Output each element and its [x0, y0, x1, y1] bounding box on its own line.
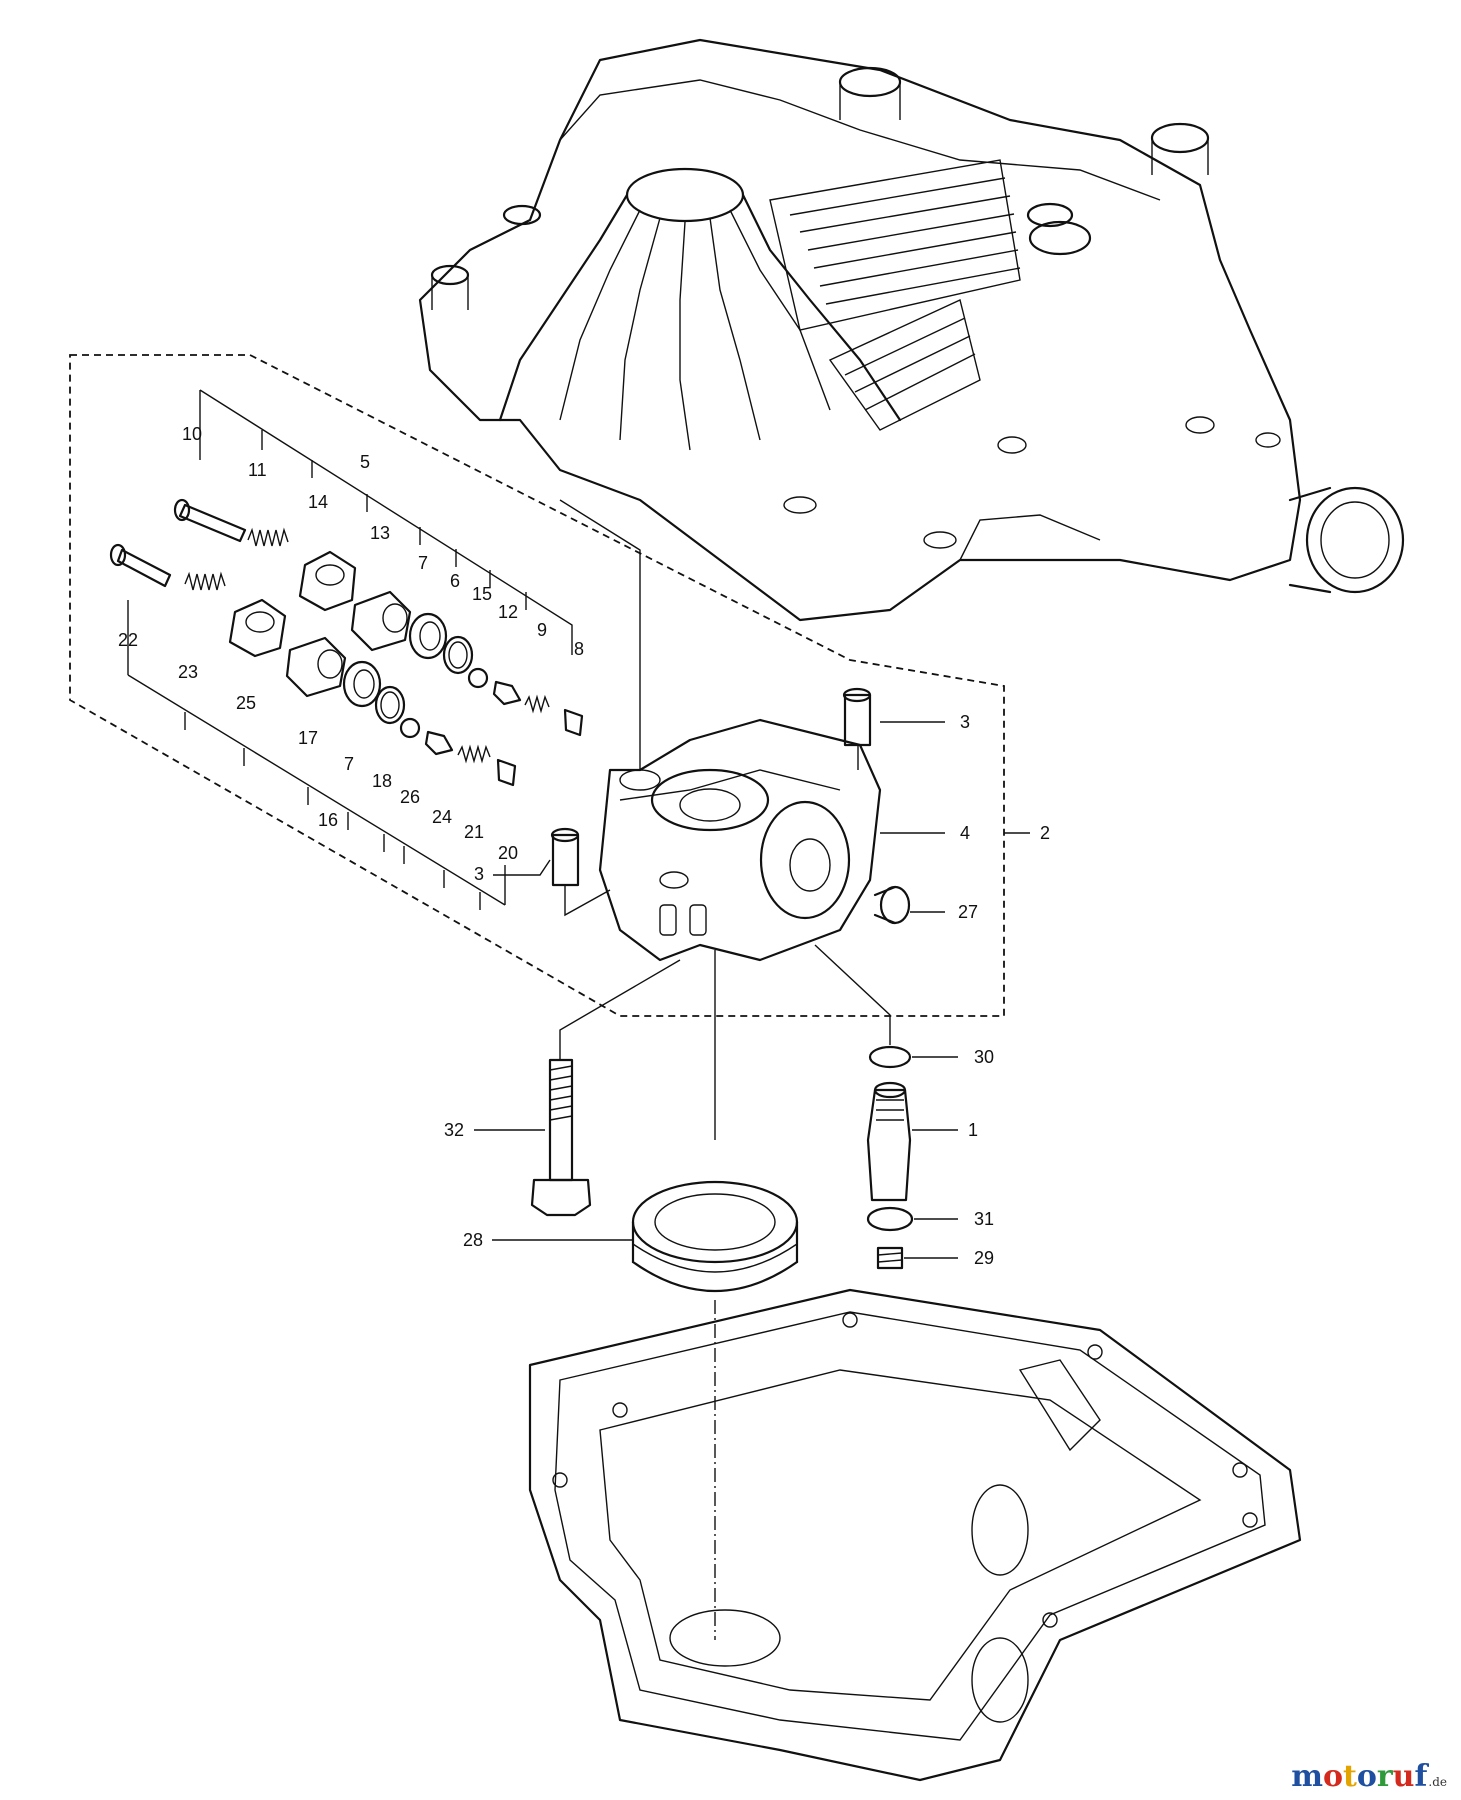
lower-hardware [530, 1045, 914, 1293]
upper-housing [418, 38, 1405, 622]
callout-31: 31 [974, 1209, 994, 1229]
callout-25: 25 [236, 693, 256, 713]
callout-12: 12 [498, 602, 518, 622]
watermark-suffix: .de [1428, 1775, 1447, 1789]
callout-27: 27 [958, 902, 978, 922]
center-section [550, 687, 911, 962]
callout-22: 22 [118, 630, 138, 650]
callout-16: 16 [318, 810, 338, 830]
callout-2: 2 [1040, 823, 1050, 843]
valve-assembly-brackets [127, 389, 573, 910]
callout-3-lower: 3 [474, 864, 484, 884]
watermark-letter: t [1342, 1759, 1357, 1794]
callout-28: 28 [463, 1230, 483, 1250]
watermark-letter: m [1291, 1759, 1323, 1794]
watermark-letter: r [1376, 1759, 1393, 1794]
callout-23: 23 [178, 662, 198, 682]
callout-17: 17 [298, 728, 318, 748]
callout-5: 5 [360, 452, 370, 472]
callout-4: 4 [960, 823, 970, 843]
callout-10: 10 [182, 424, 202, 444]
center-section-group-outline [69, 354, 1005, 1017]
callout-7-upper: 7 [418, 553, 428, 573]
valve-parts-lower [109, 543, 517, 787]
callout-29: 29 [974, 1248, 994, 1268]
watermark-letter: u [1392, 1759, 1415, 1794]
callout-7-lower: 7 [344, 754, 354, 774]
motoruf-watermark: motoruf.de [1291, 1759, 1447, 1794]
callout-9: 9 [537, 620, 547, 640]
leader-lines [474, 499, 1030, 1640]
callout-6: 6 [450, 571, 460, 591]
callout-32: 32 [444, 1120, 464, 1140]
callout-18: 18 [372, 771, 392, 791]
callout-14: 14 [308, 492, 328, 512]
callout-26: 26 [400, 787, 420, 807]
callout-30: 30 [974, 1047, 994, 1067]
callout-15: 15 [472, 584, 492, 604]
watermark-letter: f [1414, 1759, 1428, 1794]
callout-13: 13 [370, 523, 390, 543]
callout-24: 24 [432, 807, 452, 827]
callout-labels: 1 2 3 3 4 5 6 7 7 8 9 10 11 12 13 14 15 … [118, 424, 1050, 1268]
callout-20: 20 [498, 843, 518, 863]
callout-1: 1 [968, 1120, 978, 1140]
watermark-letter: o [1356, 1759, 1377, 1794]
callout-11: 11 [248, 460, 267, 480]
watermark-letter: o [1322, 1759, 1343, 1794]
valve-parts-upper [173, 498, 584, 737]
lower-housing [528, 1288, 1302, 1782]
callout-21: 21 [464, 822, 484, 842]
callout-8: 8 [574, 639, 584, 659]
callout-3-upper: 3 [960, 712, 970, 732]
